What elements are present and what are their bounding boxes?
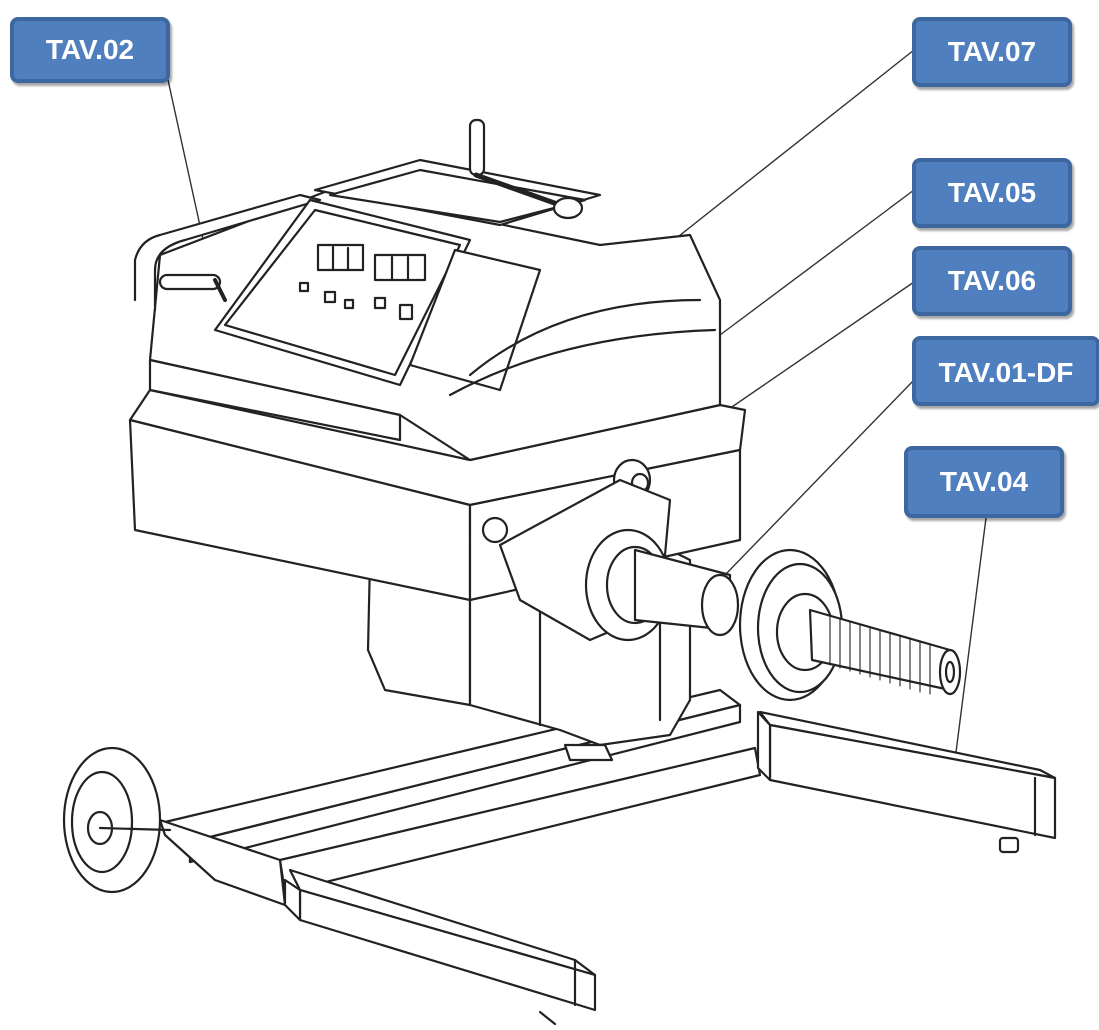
shaft-assembly [481,458,962,702]
base-frame [62,688,1057,1026]
label-tav-07: TAV.07 [912,17,1072,87]
main-cabinet [128,118,747,602]
label-tav-06: TAV.06 [912,246,1072,316]
label-tav-04: TAV.04 [904,446,1064,518]
label-tav-02: TAV.02 [10,17,170,83]
label-tav-01-df: TAV.01-DF [912,336,1099,406]
label-tav-05: TAV.05 [912,158,1072,228]
